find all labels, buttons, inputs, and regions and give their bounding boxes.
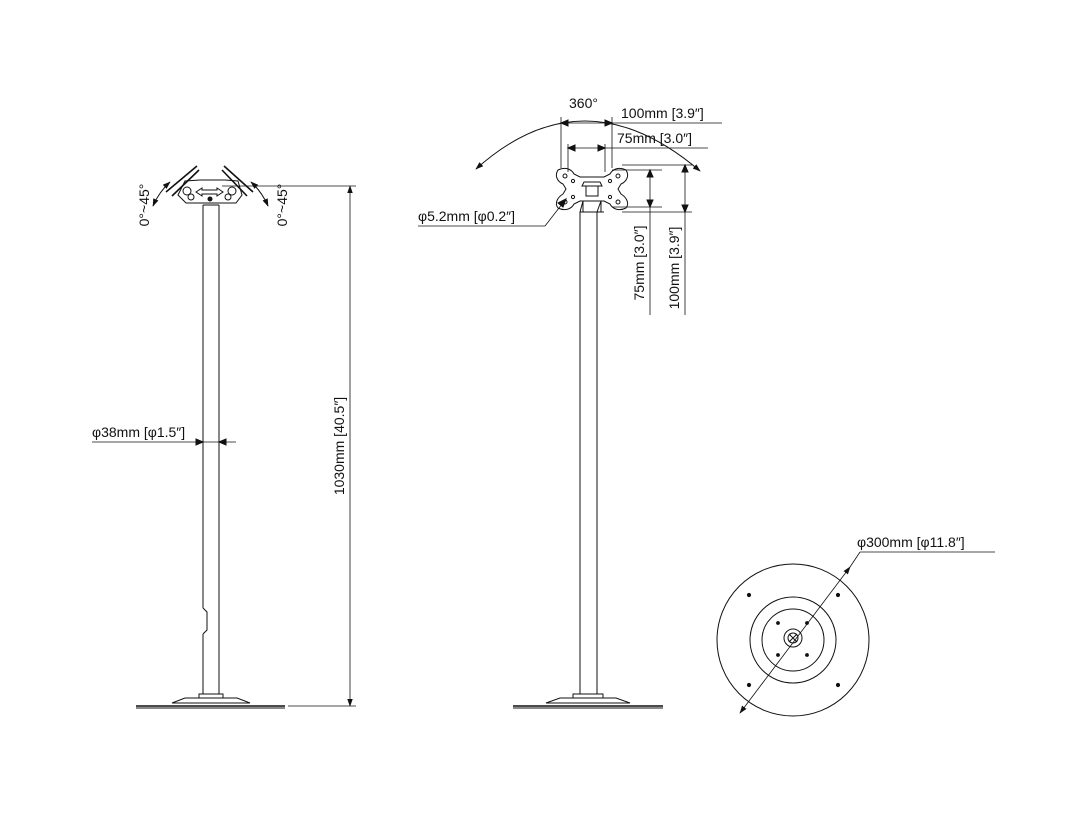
front-base [513, 693, 663, 709]
hole-diameter-leader: φ5.2mm [φ0.2″] [418, 197, 567, 227]
base-diameter-label: φ300mm [φ11.8″] [857, 534, 965, 550]
front-view: 360° [418, 95, 722, 709]
base-hub [761, 608, 825, 672]
tilt-left-label: 0°~45° [136, 184, 152, 227]
side-base [136, 693, 285, 709]
base-diameter-dimension: φ300mm [φ11.8″] [739, 534, 995, 714]
vesa-75-horizontal-label: 75mm [3.0″] [617, 130, 692, 146]
rotation-label: 360° [569, 95, 598, 111]
height-dimension: 1030mm [40.5″] [222, 185, 356, 707]
height-label: 1030mm [40.5″] [331, 397, 347, 495]
rotation-arrow [475, 120, 701, 172]
side-pole [202, 204, 220, 694]
tilt-right-label: 0°~45° [274, 184, 290, 227]
vesa-100-horizontal-label: 100mm [3.9″] [621, 105, 704, 121]
side-view: 0°~45° 0°~45° φ38mm [φ1.5″] [92, 165, 356, 709]
vesa-75-vertical-dimension: 75mm [3.0″] [612, 168, 662, 315]
vesa-75-vertical-label: 75mm [3.0″] [631, 226, 647, 301]
tilt-head [165, 165, 254, 204]
tilt-right-arrow [250, 181, 269, 207]
vesa-100-vertical-label: 100mm [3.9″] [666, 227, 682, 310]
pole-diameter-dimension: φ38mm [φ1.5″] [92, 424, 236, 446]
pole-diameter-label: φ38mm [φ1.5″] [92, 424, 185, 440]
vesa-100-horizontal-dimension: 100mm [3.9″] [559, 105, 722, 168]
hole-diameter-label: φ5.2mm [φ0.2″] [418, 208, 515, 224]
tilt-left-arrow [152, 181, 171, 207]
vesa-100-vertical-dimension: 100mm [3.9″] [622, 163, 692, 315]
vesa-plate [555, 167, 629, 211]
front-pole [579, 200, 604, 694]
base-plate-outline [716, 563, 870, 717]
base-view: φ300mm [φ11.8″] [716, 534, 995, 717]
vesa-75-horizontal-dimension: 75mm [3.0″] [566, 130, 708, 172]
base-inner-ring [749, 596, 837, 684]
